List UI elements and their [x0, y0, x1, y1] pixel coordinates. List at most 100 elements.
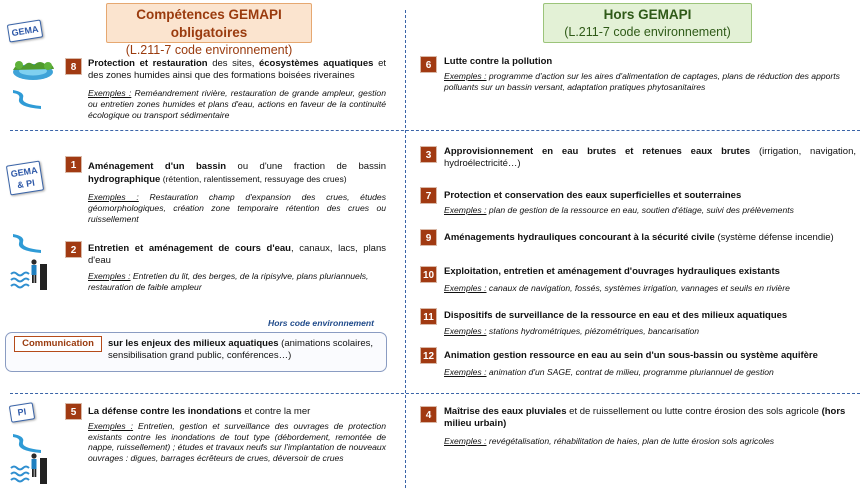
- item-12-number: 12: [420, 347, 437, 364]
- example-label: Exemples :: [88, 421, 134, 431]
- tag-gema: GEMA: [6, 19, 44, 43]
- item-1-bold1: Aménagement d'un bassin: [88, 161, 227, 172]
- item-6-example-text: programme d'action sur les aires d'alime…: [444, 71, 840, 92]
- header-left-title: Compétences GEMAPI obligatoires: [136, 7, 282, 40]
- example-label: Exemples :: [88, 88, 132, 98]
- item-4-bold2: (hors milieu urbain): [444, 406, 846, 429]
- communication-label: Communication: [14, 336, 102, 352]
- communication-bold: sur les enjeux des milieux aquatiques: [108, 338, 279, 349]
- item-8-examples: Exemples : Reméandrement rivière, restau…: [88, 88, 386, 121]
- item-4-number: 4: [420, 406, 437, 423]
- item-8-bold1: Protection et restauration: [88, 58, 208, 69]
- item-12-examples: Exemples : animation d'un SAGE, contrat …: [444, 367, 856, 378]
- item-9-number: 9: [420, 229, 437, 246]
- item-6-number: 6: [420, 56, 437, 73]
- item-4-bold1: Maîtrise des eaux pluviales: [444, 406, 567, 417]
- item-5-example-text: Entretien, gestion et surveillance des o…: [88, 421, 386, 463]
- item-5-number: 5: [65, 403, 82, 420]
- flood-wall-icon: [10, 259, 47, 290]
- item-3-title: Approvisionnement en eau brutes et reten…: [444, 146, 856, 170]
- item-8-text1: des sites,: [207, 58, 259, 69]
- separator-2: [10, 393, 860, 394]
- header-hors-gemapi: Hors GEMAPI (L.211-7 code environnement): [543, 3, 752, 43]
- river-icon: [13, 234, 41, 253]
- item-6-title: Lutte contre la pollution: [444, 56, 856, 68]
- item-1-number: 1: [65, 156, 82, 173]
- tag-pi: PI: [8, 402, 36, 423]
- item-10-examples: Exemples : canaux de navigation, fossés,…: [444, 283, 856, 294]
- item-11-title: Dispositifs de surveillance de la ressou…: [444, 310, 856, 322]
- item-10-title: Exploitation, entretien et aménagement d…: [444, 266, 856, 278]
- example-label: Exemples :: [444, 71, 487, 81]
- item-3-bold1: Approvisionnement en eau brutes et reten…: [444, 146, 751, 157]
- item-12-example-text: animation d'un SAGE, contrat de milieu, …: [486, 367, 774, 377]
- item-8-title: Protection et restauration des sites, éc…: [88, 58, 386, 82]
- item-1-title: Aménagement d'un bassin ou d'une fractio…: [88, 161, 386, 186]
- tag-gema-pi: GEMA & PI: [5, 160, 45, 196]
- communication-detail: (animations scolaires, sensibilisation g…: [108, 338, 374, 361]
- item-6-examples: Exemples : programme d'action sur les ai…: [444, 71, 856, 93]
- item-1-example-text: Restauration champ d'expansion des crues…: [88, 192, 386, 224]
- example-label: Exemples :: [444, 326, 487, 336]
- hors-code-environnement: Hors code environnement: [268, 318, 375, 328]
- example-label: Exemples :: [444, 436, 487, 446]
- example-label: Exemples :: [444, 205, 487, 215]
- item-7-bold1: Protection et conservation des eaux supe…: [444, 190, 742, 201]
- item-10-bold1: Exploitation, entretien et aménagement d…: [444, 266, 780, 277]
- item-4-title: Maîtrise des eaux pluviales et de ruisse…: [444, 406, 856, 430]
- example-label: Exemples :: [444, 367, 487, 377]
- item-11-bold1: Dispositifs de surveillance de la ressou…: [444, 310, 788, 321]
- item-9-title: Aménagements hydrauliques concourant à l…: [444, 232, 856, 244]
- item-7-example-text: plan de gestion de la ressource en eau, …: [486, 205, 794, 215]
- item-8-example-text: Reméandrement rivière, restauration de g…: [88, 88, 386, 120]
- item-1-bold2: hydrographique: [88, 174, 161, 185]
- item-12-title: Animation gestion ressource en eau au se…: [444, 350, 856, 362]
- separator-1: [10, 130, 860, 131]
- header-gemapi-obligatoires: Compétences GEMAPI obligatoires (L.211-7…: [106, 3, 312, 57]
- item-2-text1: , canaux, lacs, plans d'eau: [88, 243, 386, 266]
- item-11-examples: Exemples : stations hydrométriques, piéz…: [444, 326, 856, 337]
- example-label: Exemples :: [88, 192, 139, 202]
- item-8-bold2: écosystèmes aquatiques: [258, 58, 374, 69]
- item-9-text1: (système défense incendie): [714, 232, 834, 243]
- river-icon: [13, 434, 41, 453]
- item-11-example-text: stations hydrométriques, piézométriques,…: [486, 326, 700, 336]
- item-1-text2: (rétention, ralentissement, ressuyage de…: [160, 174, 347, 184]
- item-2-example-text: Entretien du lit, des berges, de la ripi…: [88, 271, 369, 292]
- item-8-text2: et des zones humides ainsi que des forma…: [88, 58, 386, 81]
- river-icon: [13, 90, 41, 109]
- item-7-number: 7: [420, 187, 437, 204]
- item-4-example-text: revégétalisation, réhabilitation de haie…: [486, 436, 775, 446]
- communication-text: sur les enjeux des milieux aquatiques (a…: [108, 338, 380, 362]
- item-5-examples: Exemples : Entretien, gestion et surveil…: [88, 421, 386, 463]
- item-1-text1: ou d'une fraction de bassin: [226, 161, 386, 172]
- example-label: Exemples :: [444, 283, 487, 293]
- item-4-examples: Exemples : revégétalisation, réhabilitat…: [444, 436, 856, 447]
- tag-pi-label: PI: [16, 406, 27, 418]
- item-2-examples: Exemples : Entretien du lit, des berges,…: [88, 271, 386, 293]
- vertical-separator: [405, 10, 406, 488]
- item-7-title: Protection et conservation des eaux supe…: [444, 190, 856, 202]
- item-3-text1: (irrigation, navigation, hydroélectricit…: [444, 146, 856, 169]
- item-5-bold1: La défense contre les inondations: [88, 406, 242, 417]
- item-3-number: 3: [420, 146, 437, 163]
- header-right-subtitle: (L.211-7 code environnement): [564, 25, 731, 39]
- header-right-title: Hors GEMAPI: [603, 7, 692, 22]
- item-2-number: 2: [65, 241, 82, 258]
- header-left-subtitle: (L.211-7 code environnement): [125, 43, 293, 57]
- item-5-text1: et contre la mer: [241, 406, 311, 417]
- item-4-text1: et de ruissellement ou lutte contre éros…: [566, 406, 822, 417]
- item-9-bold1: Aménagements hydrauliques concourant à l…: [444, 232, 715, 243]
- item-11-number: 11: [420, 308, 437, 325]
- item-5-title: La défense contre les inondations et con…: [88, 406, 386, 418]
- item-2-bold1: Entretien et aménagement de cours d'eau: [88, 243, 291, 254]
- item-10-example-text: canaux de navigation, fossés, systèmes i…: [486, 283, 790, 293]
- pond-icon: [13, 61, 54, 80]
- item-7-examples: Exemples : plan de gestion de la ressour…: [444, 205, 856, 216]
- item-2-title: Entretien et aménagement de cours d'eau,…: [88, 243, 386, 267]
- item-12-bold1: Animation gestion ressource en eau au se…: [444, 350, 818, 361]
- tag-gema-label: GEMA: [10, 23, 40, 39]
- item-6-bold1: Lutte contre la pollution: [444, 56, 553, 67]
- flood-wall-icon: [10, 453, 47, 484]
- item-1-examples: Exemples : Restauration champ d'expansio…: [88, 192, 386, 225]
